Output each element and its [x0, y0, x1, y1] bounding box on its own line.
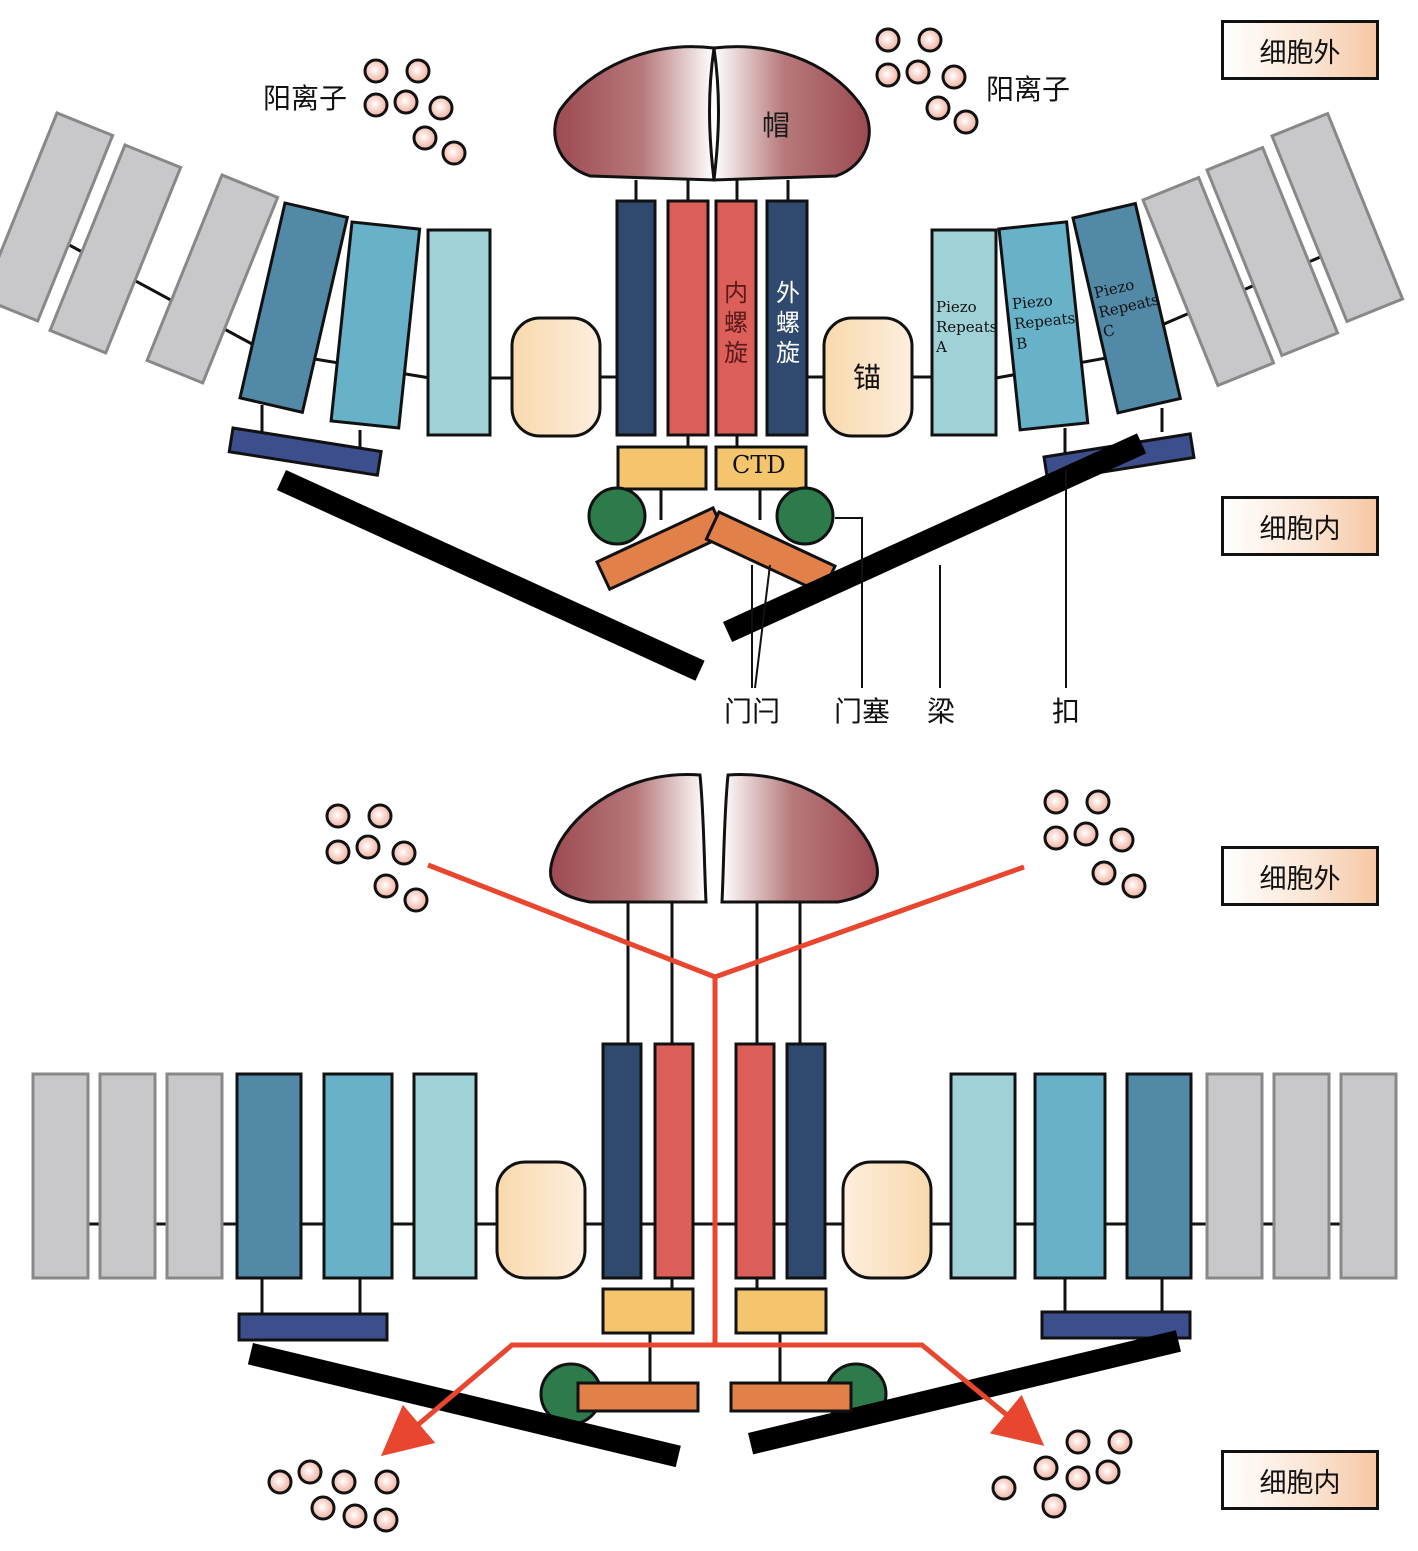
closed-ctd-right: [714, 445, 808, 491]
top-extracellular-label: 细胞外: [1221, 20, 1379, 80]
outer-helix-label: 外螺旋: [776, 279, 800, 367]
left-anchor: [510, 316, 602, 438]
cap-label: 帽: [762, 109, 791, 142]
open-right-gray-2: [1272, 1072, 1331, 1280]
open-right-gray-1: [1205, 1072, 1264, 1280]
open-inner-helix-left: [653, 1042, 695, 1280]
right-gray-repeat-1: [1141, 175, 1276, 388]
open-state-diagram: [31, 772, 1398, 1533]
right-gray-repeat-2: [1205, 145, 1340, 358]
open-left-beam: [247, 1343, 681, 1468]
closed-plug-left: [587, 486, 647, 546]
clasp-label: 扣: [1052, 695, 1081, 728]
open-left-repeat-b: [322, 1072, 394, 1280]
bottom-ions-top-right: [1043, 789, 1147, 899]
left-gray-repeat-2: [48, 143, 183, 355]
left-repeat-b: [329, 220, 422, 430]
bottom-ions-top-left: [325, 803, 429, 913]
inner-helix-label: 内螺旋: [724, 279, 748, 367]
open-left-repeat-a: [412, 1072, 478, 1280]
right-repeat-c: [1071, 201, 1183, 415]
open-left-repeat-c: [235, 1072, 303, 1280]
open-ctd-left: [601, 1287, 695, 1335]
open-left-gray-3: [165, 1072, 224, 1280]
anchor-label: 锚: [853, 361, 882, 394]
repeat-b-label: Piezo Repeats B: [1011, 291, 1077, 354]
open-cap: [549, 772, 879, 904]
open-right-gray-3: [1339, 1072, 1398, 1280]
cation-label-left: 阳离子: [263, 82, 348, 115]
closed-outer-helix-right: [765, 199, 809, 437]
callout-leaders: [751, 470, 1067, 689]
closed-state-diagram: [0, 27, 1405, 689]
ion-path: [380, 862, 1045, 1457]
bottom-ions-bottom-right: [991, 1429, 1133, 1519]
left-repeat-a: [426, 228, 492, 437]
closed-ctd-left: [616, 445, 708, 491]
left-beam: [276, 470, 705, 681]
open-latch-right: [729, 1381, 853, 1413]
right-gray-repeat-3: [1270, 111, 1405, 324]
beam-label: 梁: [927, 695, 956, 728]
open-ctd-right: [734, 1287, 828, 1335]
right-repeats: [930, 201, 1361, 437]
ctd-label: CTD: [732, 451, 786, 479]
open-right-repeat-b: [1033, 1072, 1107, 1280]
closed-outer-helix-left: [615, 199, 657, 437]
bottom-ions-bottom-left: [267, 1459, 400, 1533]
closed-latch: [595, 505, 838, 596]
latch-label: 门闩: [724, 695, 781, 728]
left-gray-repeat-1: [0, 111, 115, 323]
right-repeat-a: [930, 228, 998, 437]
open-inner-helix-right: [734, 1042, 776, 1280]
open-right-anchor: [841, 1160, 933, 1280]
closed-inner-helix-right: [714, 199, 758, 437]
open-right-repeat-c: [1125, 1072, 1193, 1280]
plug-label: 门塞: [834, 695, 891, 728]
open-left-gray-2: [98, 1072, 157, 1280]
open-left-anchor: [495, 1160, 587, 1280]
open-outer-helix-left: [601, 1042, 643, 1280]
cation-label-right: 阳离子: [986, 73, 1071, 106]
top-ions-right: [875, 27, 979, 135]
closed-plug-right: [775, 486, 835, 546]
left-repeats: [238, 201, 520, 437]
right-gray-repeats: [1141, 111, 1405, 388]
left-gray-repeats: [0, 111, 301, 385]
bottom-intracellular-label: 细胞内: [1221, 1450, 1379, 1510]
repeat-a-label: Piezo Repeats A: [936, 298, 998, 356]
open-left-gray-1: [31, 1072, 90, 1280]
right-repeat-b: [997, 220, 1090, 432]
left-clasp: [227, 405, 383, 477]
closed-cap: [553, 45, 871, 182]
closed-inner-helix-left: [666, 199, 710, 437]
open-left-clasp: [237, 1312, 389, 1342]
top-intracellular-label: 细胞内: [1221, 496, 1379, 556]
open-right-repeat-a: [949, 1072, 1017, 1280]
right-beam: [723, 433, 1147, 643]
top-ions-left: [363, 58, 467, 166]
open-outer-helix-right: [785, 1042, 827, 1280]
left-gray-repeat-3: [145, 173, 280, 385]
bottom-extracellular-label: 细胞外: [1221, 846, 1379, 906]
left-repeat-c: [238, 201, 350, 415]
open-right-beam: [748, 1330, 1181, 1455]
open-latch-left: [576, 1381, 700, 1413]
